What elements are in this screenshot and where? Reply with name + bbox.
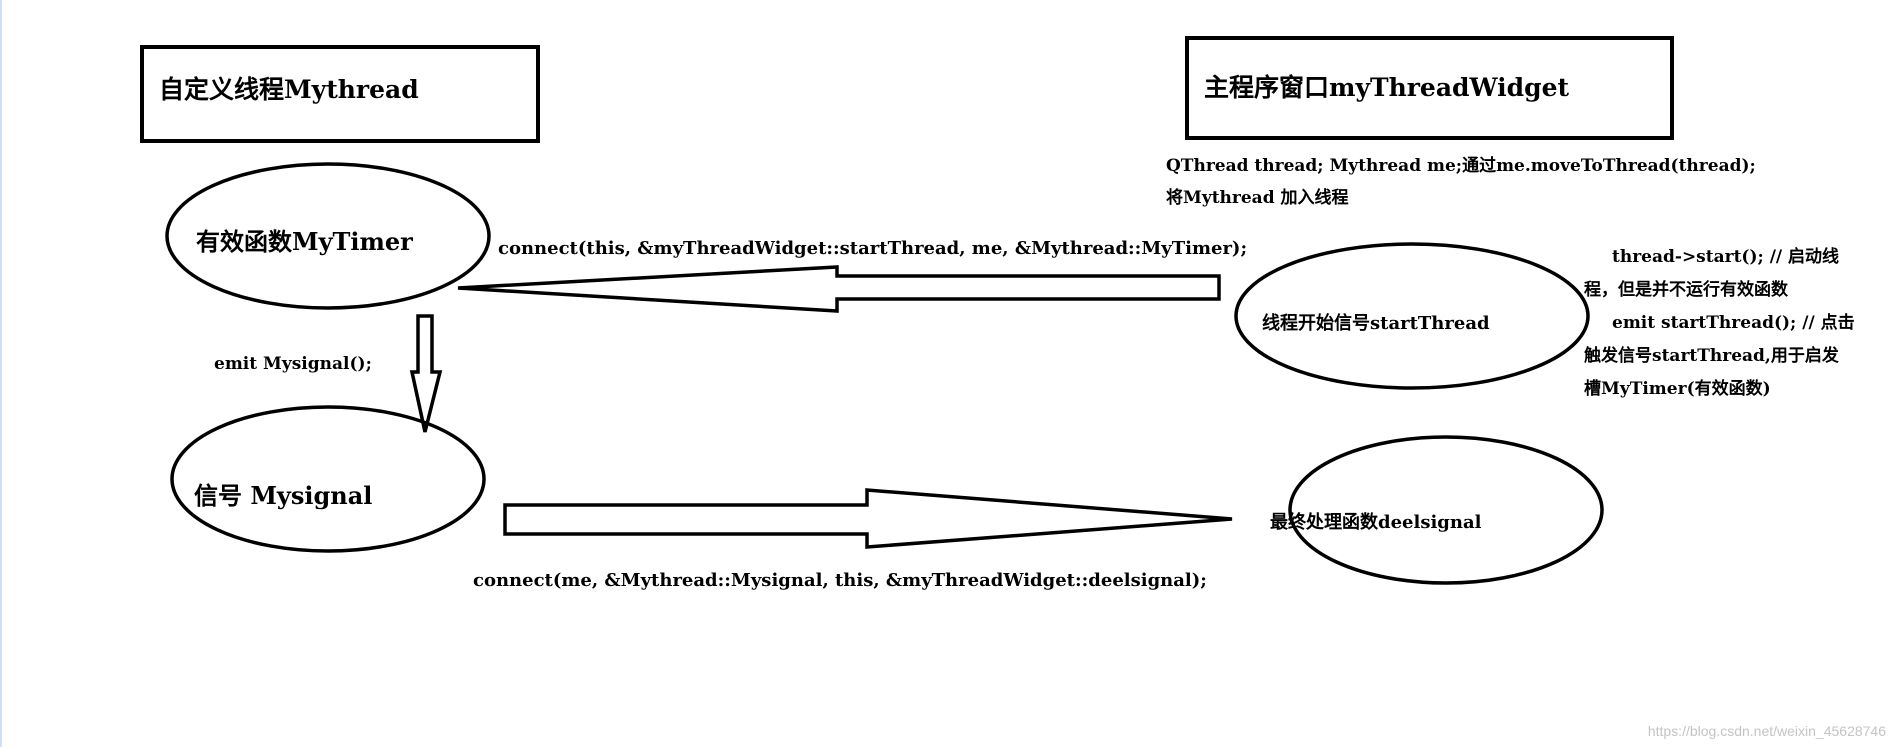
right-title-box — [1185, 36, 1674, 140]
left-title-box — [140, 45, 540, 143]
note-line-1: thread->start(); // 启动线 — [1612, 247, 1840, 267]
left-border — [0, 0, 2, 747]
watermark: https://blog.csdn.net/weixin_45628746 — [1647, 723, 1886, 739]
note-line-4: 触发信号startThread,用于启发 — [1584, 346, 1839, 366]
mytimer-label: 有效函数MyTimer — [196, 227, 413, 256]
qthread-text-line1: QThread thread; Mythread me;通过me.moveToT… — [1166, 156, 1756, 176]
deelsignal-label: 最终处理函数deelsignal — [1270, 512, 1482, 533]
mysignal-ellipse — [170, 405, 486, 553]
deelsignal-ellipse — [1288, 435, 1604, 585]
right-title: 主程序窗口myThreadWidget — [1204, 73, 1570, 102]
startthread-ellipse — [1234, 242, 1590, 390]
arrow-mytimer-to-mysignal — [409, 314, 443, 433]
note-line-3: emit startThread(); // 点击 — [1612, 313, 1855, 333]
mytimer-ellipse — [165, 162, 491, 310]
connect-mysignal-text: connect(me, &Mythread::Mysignal, this, &… — [473, 570, 1207, 591]
arrow-mysignal-to-deelsignal — [503, 488, 1233, 549]
startthread-label: 线程开始信号startThread — [1262, 313, 1490, 334]
emit-mysignal-text: emit Mysignal(); — [214, 354, 372, 374]
note-line-2: 程，但是并不运行有效函数 — [1584, 280, 1788, 300]
connect-startthread-text: connect(this, &myThreadWidget::startThre… — [498, 238, 1248, 259]
mysignal-label: 信号 Mysignal — [194, 481, 373, 510]
arrow-startthread-to-mytimer — [457, 265, 1221, 313]
left-title: 自定义线程Mythread — [159, 75, 419, 104]
note-line-5: 槽MyTimer(有效函数) — [1584, 379, 1771, 399]
qthread-text-line2: 将Mythread 加入线程 — [1166, 188, 1349, 208]
